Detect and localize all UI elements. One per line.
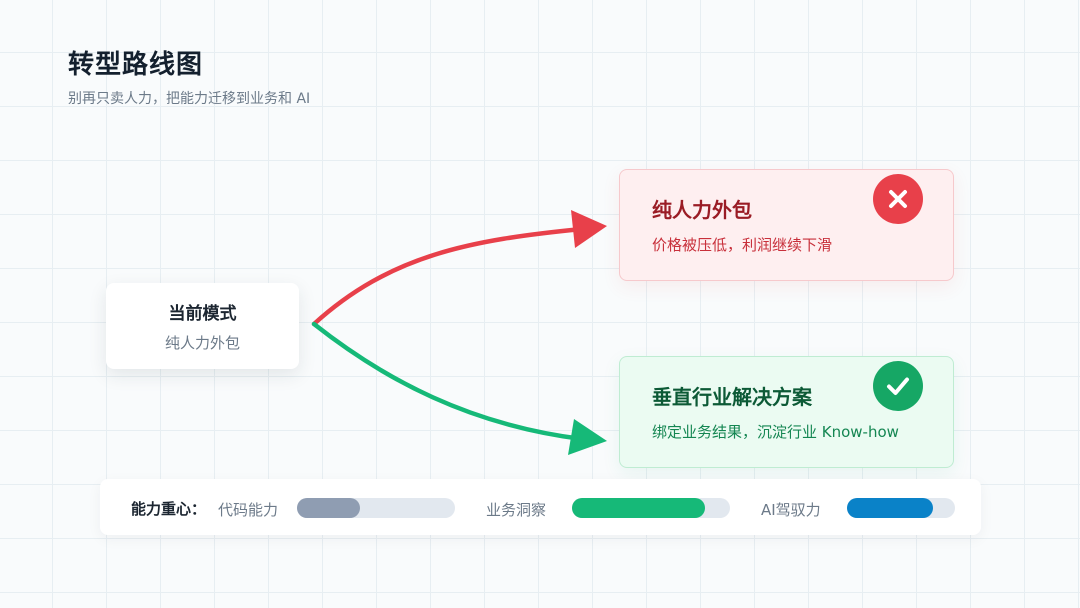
capability-focus-label: 能力重心：	[131, 500, 207, 518]
x-circle-icon	[873, 174, 923, 224]
metric-label-code: 代码能力	[218, 501, 279, 519]
check-circle-icon	[873, 361, 923, 411]
metric-fill-ai	[847, 498, 934, 518]
capability-focus-bar: 能力重心： 代码能力 业务洞察 AI驾驭力	[100, 479, 981, 535]
metric-fill-code	[297, 498, 361, 518]
vertical-solution-title: 垂直行业解决方案	[652, 385, 812, 409]
page-subtitle: 别再只卖人力，把能力迁移到业务和 AI	[68, 91, 311, 107]
arrowhead-outsourcing	[571, 210, 607, 248]
metric-track-ai	[847, 498, 955, 518]
arrowhead-vertical-solution	[568, 419, 607, 455]
current-mode-card: 当前模式 纯人力外包	[106, 283, 299, 369]
arrow-to-vertical-solution	[311, 321, 585, 442]
metric-label-business: 业务洞察	[486, 501, 547, 519]
vertical-solution-card: 垂直行业解决方案 绑定业务结果，沉淀行业 Know-how	[619, 356, 954, 468]
outsourcing-title: 纯人力外包	[652, 198, 752, 222]
outsourcing-card: 纯人力外包 价格被压低，利润继续下滑	[619, 169, 954, 281]
metric-track-business	[572, 498, 730, 518]
metric-track-code	[297, 498, 455, 518]
vertical-solution-description: 绑定业务结果，沉淀行业 Know-how	[652, 423, 899, 441]
current-mode-title: 当前模式	[168, 304, 237, 324]
current-mode-subtitle: 纯人力外包	[164, 334, 240, 352]
page-title: 转型路线图	[68, 50, 204, 80]
metric-fill-business	[572, 498, 705, 518]
metric-label-ai: AI驾驭力	[761, 501, 821, 519]
outsourcing-description: 价格被压低，利润继续下滑	[652, 236, 833, 254]
arrow-to-outsourcing	[311, 226, 585, 327]
